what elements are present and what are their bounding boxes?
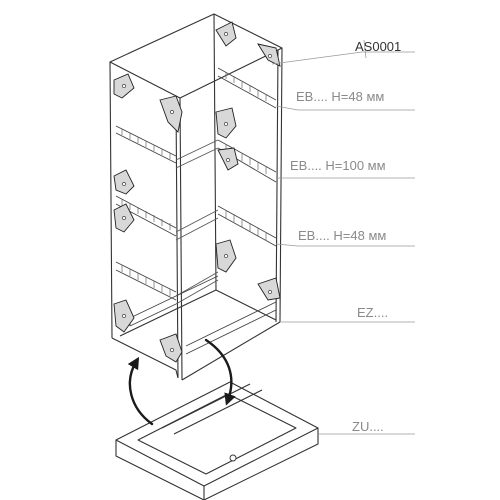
callout-ez: EZ.... [357,305,389,320]
callout-eb-48-top: EB.... H=48 мм [296,89,385,104]
right-rail-slots [225,72,267,240]
corner-brackets [113,21,281,363]
left-rail-slots [121,129,171,296]
bracket-holes [122,32,272,352]
callout-eb-48-bottom: EB.... H=48 мм [298,228,387,243]
arrow-up-icon [127,356,154,426]
plinth-base [115,381,319,500]
cross-rails [175,139,219,305]
drawing-reference-label: AS0001 [355,39,402,54]
callout-zu: ZU.... [352,419,384,434]
arrow-down-icon [204,338,236,406]
assembly-arrows [127,338,236,426]
cabinet-frame [109,13,283,381]
leader-lines [271,39,415,435]
bottom-panels [129,275,277,355]
plinth-screw [229,454,237,462]
callout-eb-100: EB.... H=100 мм [290,158,386,173]
